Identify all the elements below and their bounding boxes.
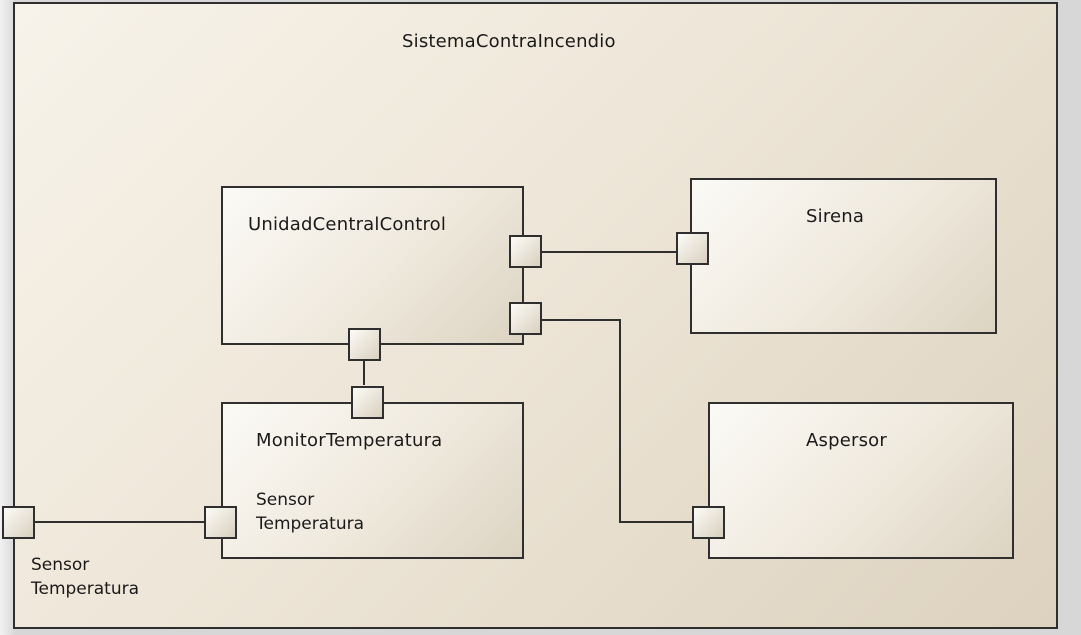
left-edge-shade: [0, 0, 14, 635]
component-monitor-temperatura[interactable]: [221, 402, 527, 562]
port-ucc-aspersor[interactable]: [509, 302, 542, 335]
port-ucc-bottom[interactable]: [348, 328, 381, 361]
port-ucc-sirena[interactable]: [509, 235, 542, 268]
port-label-external-line2: Temperatura: [31, 579, 140, 599]
port-monitor-top[interactable]: [351, 386, 384, 419]
port-system-external[interactable]: [2, 506, 35, 539]
port-label-internal-line2: Temperatura: [256, 514, 365, 534]
port-label-external-line1: Sensor: [31, 555, 90, 575]
component-title-aspersor: Aspersor: [806, 430, 887, 451]
port-sirena-left[interactable]: [676, 232, 709, 265]
component-sirena[interactable]: [690, 178, 1000, 337]
system-title: SistemaContraIncendio: [402, 31, 616, 52]
port-label-sensor-temperatura-internal: Sensor Temperatura: [256, 488, 364, 536]
port-label-sensor-temperatura-external: Sensor Temperatura: [31, 553, 139, 601]
component-unidad-central-control[interactable]: [221, 186, 527, 348]
component-aspersor[interactable]: [708, 402, 1017, 562]
component-title-unidad-central-control: UnidadCentralControl: [248, 214, 447, 235]
component-title-sirena: Sirena: [806, 206, 865, 227]
port-monitor-left[interactable]: [204, 506, 237, 539]
port-aspersor-left[interactable]: [692, 506, 725, 539]
port-label-internal-line1: Sensor: [256, 490, 315, 510]
component-title-monitor-temperatura: MonitorTemperatura: [256, 430, 443, 451]
